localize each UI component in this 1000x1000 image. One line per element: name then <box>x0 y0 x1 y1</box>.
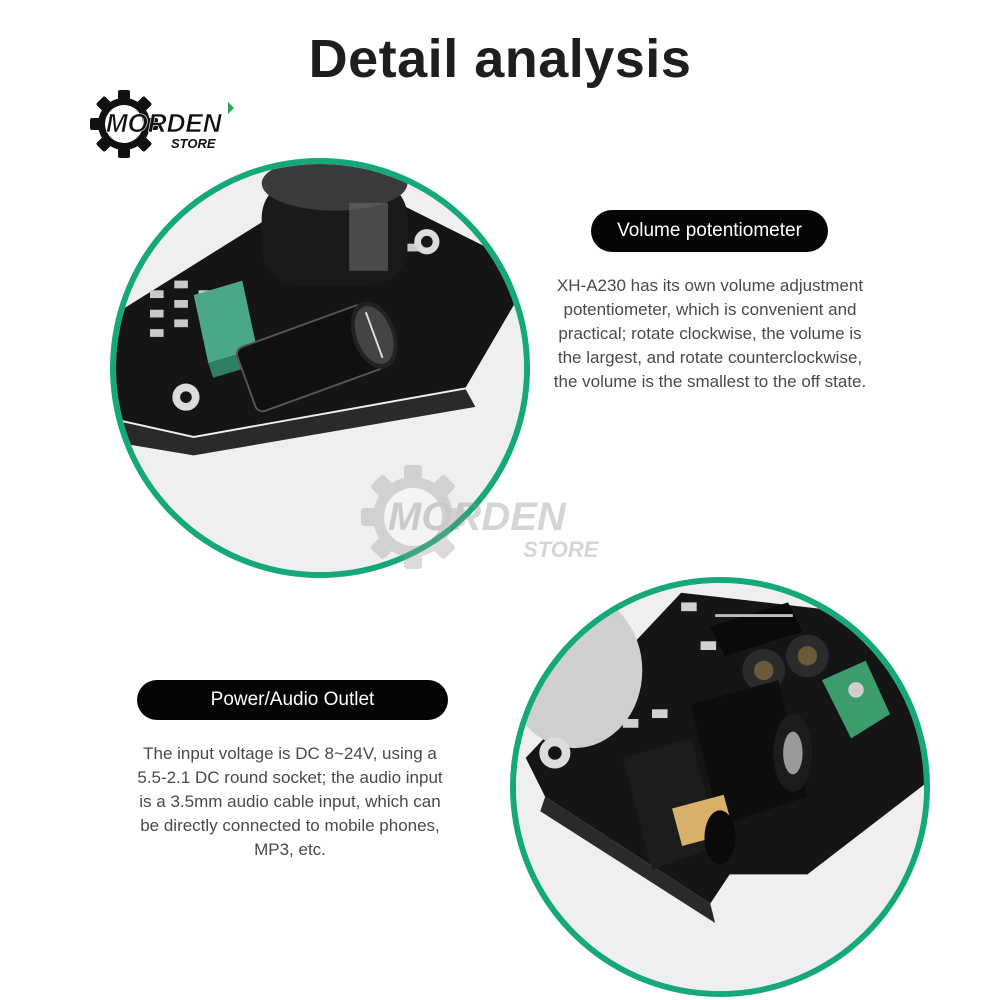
volume-section-description: XH-A230 has its own volume adjustment po… <box>553 276 867 391</box>
power-section-heading: Power/Audio Outlet <box>137 680 448 720</box>
page-title: Detail analysis <box>308 29 692 89</box>
brand-logo: MORDEN STORE <box>88 88 238 160</box>
volume-potentiometer-photo <box>110 158 530 578</box>
power-audio-photo <box>510 577 930 997</box>
brand-watermark: MORDEN STORE <box>358 462 658 572</box>
svg-text:STORE: STORE <box>171 136 216 151</box>
gear-logo-icon: MORDEN STORE <box>90 90 234 158</box>
potentiometer-board-image <box>116 164 524 572</box>
svg-text:MORDEN: MORDEN <box>388 495 567 539</box>
power-section-description: The input voltage is DC 8~24V, using a 5… <box>137 744 443 859</box>
svg-text:STORE: STORE <box>523 537 600 562</box>
volume-section-heading: Volume potentiometer <box>591 210 828 252</box>
power-audio-board-image <box>516 583 924 991</box>
gear-watermark-icon: MORDEN STORE <box>361 465 600 569</box>
svg-text:MORDEN: MORDEN <box>106 108 223 138</box>
